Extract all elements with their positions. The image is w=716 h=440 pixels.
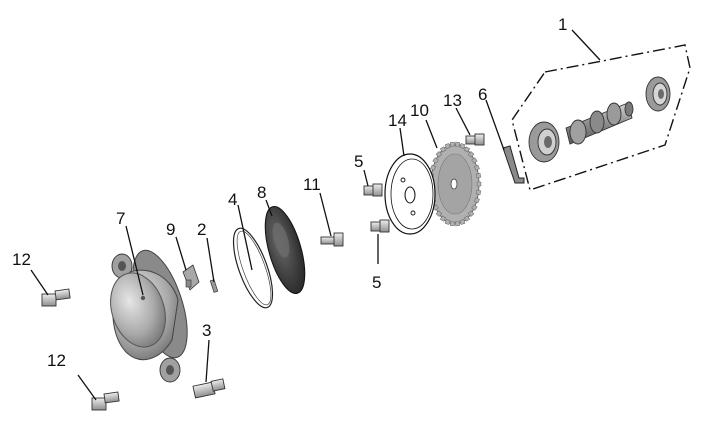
sprocket-tooth [476, 181, 482, 187]
callout-6: 6 [478, 85, 487, 104]
callout-4: 4 [228, 190, 237, 209]
callout-14: 14 [388, 111, 407, 130]
sprocket-tooth [444, 219, 451, 225]
callout-8: 8 [257, 183, 266, 202]
callout-1: 1 [558, 15, 567, 34]
sprocket-tooth [450, 141, 455, 147]
bearing-right [645, 76, 671, 112]
part-11-bolt [320, 232, 344, 247]
sprocket-tooth [439, 146, 447, 153]
callout-3: 3 [202, 321, 211, 340]
camshaft-assembly-group [511, 44, 691, 191]
part-9-bracket [182, 264, 200, 291]
part-10-sprocket [428, 141, 482, 227]
sprocket-tooth [463, 215, 471, 222]
sprocket-tooth [430, 164, 437, 171]
part-3-stud [192, 378, 226, 399]
part-6-pin [502, 145, 525, 184]
part-8-gasket [264, 206, 306, 294]
part-14-plate [384, 153, 436, 235]
callout-5-upper: 5 [354, 152, 363, 171]
sprocket-tooth [432, 157, 439, 164]
part-5-bolt-lower [370, 219, 390, 233]
sprocket-tooth [435, 210, 443, 217]
sprocket-tooth [455, 141, 460, 147]
callout-10: 10 [410, 101, 429, 120]
callout-13: 13 [443, 91, 462, 110]
part-7-cover [110, 249, 188, 383]
sprocket-tooth [471, 157, 478, 164]
callout-12-lower: 12 [47, 351, 66, 370]
sprocket-tooth [459, 143, 466, 149]
bearing-left [528, 121, 560, 163]
camshaft [565, 101, 634, 145]
sprocket-tooth [471, 204, 478, 211]
sprocket-tooth [475, 173, 482, 179]
sprocket-tooth [467, 151, 475, 158]
sprocket-tooth [473, 164, 480, 171]
sprocket-tooth [467, 210, 475, 217]
sprocket-tooth [444, 143, 451, 149]
sprocket-tooth [450, 221, 455, 227]
sprocket-tooth [463, 146, 471, 153]
part-12-bolt-lower [91, 391, 120, 411]
part-2-pin [209, 279, 219, 293]
callout-2: 2 [197, 220, 206, 239]
sprocket-tooth [473, 197, 480, 204]
callout-11: 11 [303, 175, 321, 194]
part-4-o-ring [232, 227, 274, 309]
part-13-bolt [465, 133, 485, 146]
leader-lines [30, 29, 601, 401]
sprocket-tooth [435, 151, 443, 158]
callout-7: 7 [116, 209, 125, 228]
sprocket-tooth [459, 219, 466, 225]
part-12-bolt-upper [41, 288, 71, 307]
assembly-group-outline [511, 44, 691, 191]
callout-12-upper: 12 [12, 250, 31, 269]
sprocket-tooth [455, 221, 460, 227]
callout-labels: 1 6 13 10 14 5 5 11 8 4 2 9 7 12 12 3 [12, 15, 567, 370]
sprocket-tooth [475, 189, 482, 195]
callout-9: 9 [166, 220, 175, 239]
callout-5-lower: 5 [372, 273, 381, 292]
part-5-bolt-upper [363, 183, 383, 197]
sprocket-tooth [439, 215, 447, 222]
